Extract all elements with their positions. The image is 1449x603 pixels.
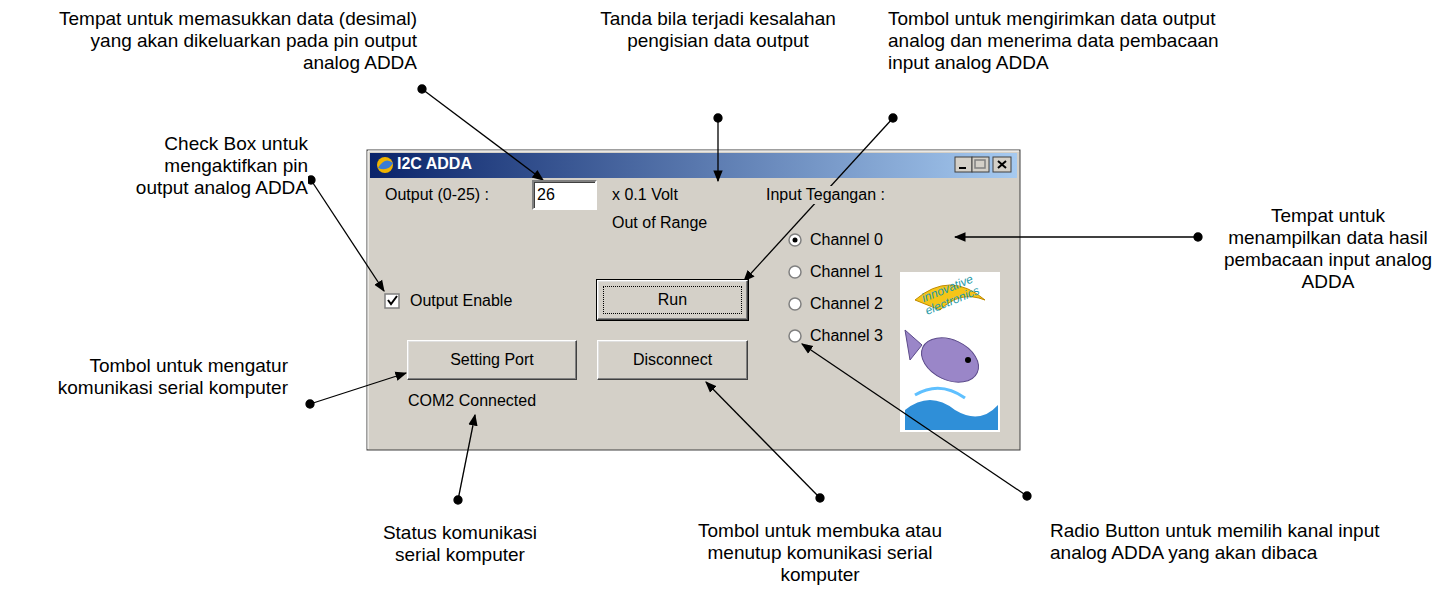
field-value: 26 (537, 186, 555, 204)
leader-lines (306, 85, 1202, 504)
window-title: I2C ADDA (397, 154, 472, 174)
field-label: Output (0-25) : (383, 186, 491, 204)
radio-label: Channel 1 (808, 263, 885, 281)
callout-text: Tombol untuk mengirimkan data output ana… (888, 8, 1228, 74)
button-label: Setting Port (450, 351, 534, 369)
radio-label: Channel 0 (808, 231, 885, 249)
title-buttons (955, 157, 1011, 172)
radio-buttons (789, 234, 801, 342)
button-label: Run (658, 291, 687, 309)
callout-text: Tempat untuk memasukkan data (desimal) y… (45, 8, 417, 74)
callout-text: Tombol untuk mengatur komunikasi serial … (20, 355, 288, 399)
callout-text: Tanda bila terjadi kesalahan pengisian d… (598, 8, 838, 52)
push-button: Run (597, 280, 748, 320)
callout-text: Tempat untuk menampilkan data hasil pemb… (1212, 205, 1444, 293)
callout-text: Status komunikasi serial komputer (370, 522, 550, 566)
radio-label: Channel 2 (808, 295, 885, 313)
status-text: COM2 Connected (406, 392, 538, 410)
group-label: Input Tegangan : (764, 186, 887, 204)
push-button: Disconnect (597, 340, 748, 380)
unit-label: x 0.1 Volt (610, 186, 680, 204)
checkbox-label: Output Enable (408, 292, 514, 310)
text-field: 26 (532, 180, 597, 210)
dialog-window (367, 150, 1020, 450)
callout-text: Tombol untuk membuka atau menutup komuni… (680, 520, 960, 586)
button-label: Disconnect (633, 351, 712, 369)
callout-text: Check Box untuk mengaktifkan pin output … (108, 133, 308, 199)
radio-label: Channel 3 (808, 327, 885, 345)
callout-text: Radio Button untuk memilih kanal input a… (1050, 520, 1380, 564)
check-box (385, 294, 399, 308)
error-text: Out of Range (610, 214, 709, 232)
push-button: Setting Port (407, 340, 577, 380)
